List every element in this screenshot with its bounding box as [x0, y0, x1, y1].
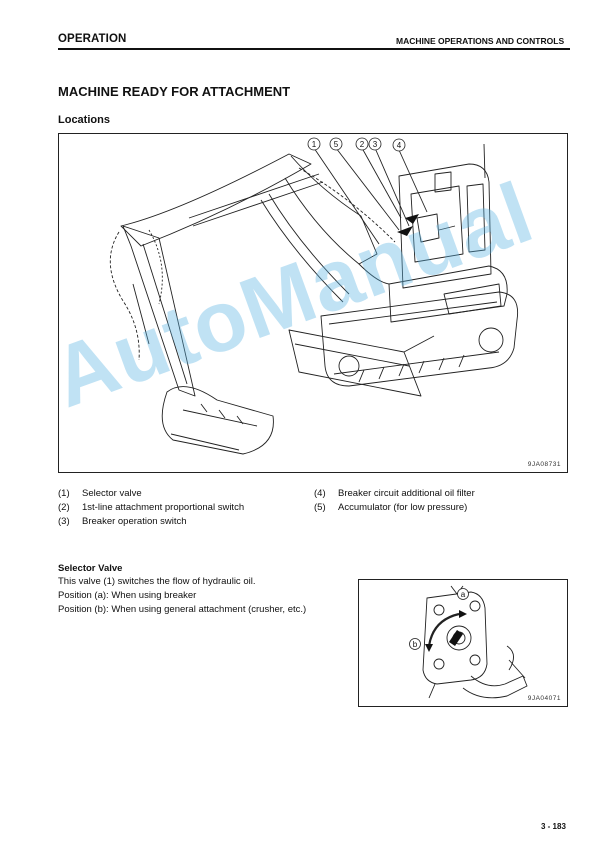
selector-figure-code: 9JA04071: [527, 695, 561, 702]
legend-item-5: (5)Accumulator (for low pressure): [314, 502, 468, 513]
excavator-figure: 1 5 2 3 4 9JA08731: [58, 133, 568, 473]
section-title: MACHINE READY FOR ATTACHMENT: [58, 84, 291, 99]
legend-item-2: (2)1st-line attachment proportional swit…: [58, 502, 245, 513]
header-chapter: MACHINE OPERATIONS AND CONTROLS: [396, 36, 565, 46]
selector-valve-line-3: Position (b): When using general attachm…: [58, 604, 307, 615]
callout-3: 3: [373, 140, 378, 149]
page-number: 3 - 183: [541, 822, 566, 831]
legend-item-3: (3)Breaker operation switch: [58, 516, 187, 527]
selector-valve-title: Selector Valve: [58, 563, 123, 574]
selector-valve-line-1: This valve (1) switches the flow of hydr…: [58, 576, 256, 587]
header-rule: [58, 48, 570, 50]
position-b-label: b: [413, 640, 418, 649]
callout-2: 2: [360, 140, 365, 149]
callout-1: 1: [312, 140, 317, 149]
callout-5: 5: [334, 140, 339, 149]
selector-valve-figure: a b 9JA04071: [358, 579, 568, 707]
position-a-label: a: [461, 590, 466, 599]
legend-item-4: (4)Breaker circuit additional oil filter: [314, 488, 475, 499]
locations-title: Locations: [58, 114, 110, 126]
legend-right: (4)Breaker circuit additional oil filter…: [314, 487, 475, 515]
selector-valve-line-2: Position (a): When using breaker: [58, 590, 197, 601]
selector-valve-illustration: a b: [409, 585, 528, 699]
legend-left: (1)Selector valve (2)1st-line attachment…: [58, 487, 244, 529]
callout-4: 4: [397, 141, 402, 150]
excavator-illustration: 1 5 2 3 4: [109, 137, 519, 455]
main-figure-code: 9JA08731: [527, 461, 561, 468]
header-section: OPERATION: [58, 33, 127, 45]
legend-item-1: (1)Selector valve: [58, 488, 142, 499]
